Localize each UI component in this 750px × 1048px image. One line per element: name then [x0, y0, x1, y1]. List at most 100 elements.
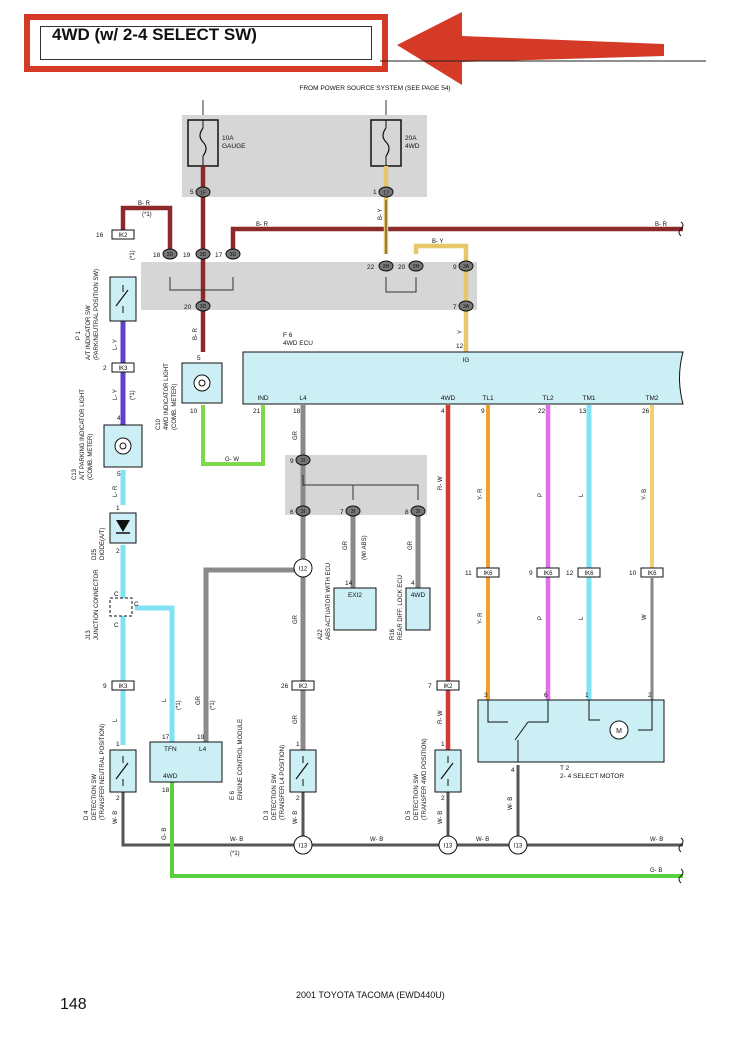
svg-text:1: 1 — [441, 741, 445, 748]
svg-text:10A: 10A — [222, 135, 234, 142]
footer-text: 2001 TOYOTA TACOMA (EWD440U) — [296, 990, 445, 1000]
svg-text:4WD: 4WD — [441, 395, 456, 402]
svg-text:(TRANSFER NEUTRAL POSITION): (TRANSFER NEUTRAL POSITION) — [100, 724, 106, 820]
svg-text:9: 9 — [453, 264, 457, 271]
svg-text:W- B: W- B — [650, 837, 663, 843]
svg-text:R- W: R- W — [438, 476, 444, 490]
svg-text:DETECTION SW: DETECTION SW — [92, 774, 98, 820]
svg-text:7: 7 — [453, 304, 457, 311]
svg-text:B- R: B- R — [256, 222, 269, 228]
svg-text:4WD: 4WD — [405, 143, 420, 150]
svg-text:C: C — [114, 622, 119, 629]
component-j13-junction: C C C J13 JUNCTION CONNECTOR — [86, 569, 139, 640]
svg-text:6: 6 — [544, 692, 548, 699]
svg-text:5: 5 — [190, 189, 194, 196]
svg-text:3D: 3D — [230, 252, 237, 258]
svg-text:3H: 3H — [383, 264, 390, 270]
svg-text:GR: GR — [196, 695, 202, 705]
svg-text:20A: 20A — [405, 135, 417, 142]
svg-text:E 6: E 6 — [230, 790, 236, 800]
svg-text:(*1): (*1) — [210, 700, 216, 710]
wire-labels: B- R B- R B- R B- Y B- R B- Y Y L- Y L- … — [113, 201, 668, 874]
svg-text:(*1): (*1) — [176, 700, 182, 710]
pointer-arrow-icon — [397, 12, 664, 85]
svg-text:14: 14 — [345, 580, 353, 587]
svg-text:W- B: W- B — [370, 837, 383, 843]
component-t2-motor: M 3 6 1 2 4 T 2 2- 4 SELECT MOTOR — [477, 692, 665, 780]
svg-text:W- B: W- B — [293, 811, 299, 824]
svg-text:G- B: G- B — [162, 828, 168, 840]
wire-g-w — [201, 405, 265, 466]
svg-text:22: 22 — [538, 408, 546, 415]
svg-text:5: 5 — [197, 355, 201, 362]
connector-ik6-10: IK6 10 — [629, 567, 664, 578]
svg-text:10: 10 — [629, 570, 637, 577]
component-d4-switch: 1 2 D 4 DETECTION SW (TRANSFER NEUTRAL P… — [84, 724, 137, 820]
svg-text:W- B: W- B — [476, 837, 489, 843]
svg-text:C10: C10 — [156, 418, 162, 430]
svg-text:12: 12 — [566, 570, 574, 577]
svg-text:3: 3 — [484, 692, 488, 699]
svg-text:GR: GR — [343, 540, 349, 550]
svg-text:2: 2 — [116, 548, 120, 555]
svg-text:2: 2 — [296, 795, 300, 802]
svg-text:W- B: W- B — [438, 811, 444, 824]
svg-text:1: 1 — [585, 692, 589, 699]
svg-text:IK3: IK3 — [118, 366, 128, 372]
svg-text:26: 26 — [281, 683, 289, 690]
svg-text:9: 9 — [103, 683, 107, 690]
svg-text:T 2: T 2 — [560, 765, 570, 772]
svg-text:IK6: IK6 — [647, 571, 657, 577]
connector-3i-9: 3I9 — [290, 454, 311, 466]
svg-text:(PARK/NEUTRAL POSITION SW): (PARK/NEUTRAL POSITION SW) — [94, 269, 100, 360]
svg-text:16: 16 — [96, 232, 104, 239]
svg-text:TM2: TM2 — [646, 395, 659, 402]
svg-text:I13: I13 — [299, 844, 308, 850]
power-source-note: FROM POWER SOURCE SYSTEM (SEE PAGE 54) — [299, 85, 450, 92]
svg-text:4: 4 — [441, 408, 445, 415]
svg-text:3A: 3A — [463, 264, 470, 270]
svg-text:3I: 3I — [416, 509, 420, 515]
svg-text:L: L — [579, 616, 585, 620]
svg-text:W- B: W- B — [508, 797, 514, 810]
svg-text:(COMB. METER): (COMB. METER) — [88, 434, 94, 480]
svg-text:C: C — [114, 591, 119, 598]
svg-text:(*1): (*1) — [142, 212, 152, 218]
svg-text:3A: 3A — [463, 304, 470, 310]
svg-text:Y: Y — [458, 330, 464, 334]
svg-text:I12: I12 — [299, 567, 308, 573]
svg-text:C: C — [134, 601, 139, 608]
svg-text:L: L — [162, 698, 168, 702]
svg-text:G- W: G- W — [225, 457, 239, 463]
svg-text:11: 11 — [465, 570, 472, 577]
connector-i13-b: I13 — [438, 835, 458, 855]
svg-text:8: 8 — [405, 509, 409, 516]
svg-text:3I: 3I — [301, 458, 305, 464]
svg-text:J13: J13 — [86, 630, 92, 640]
fuse-4wd: 20A 4WD — [370, 100, 420, 167]
svg-text:P 1: P 1 — [76, 330, 82, 340]
svg-text:2: 2 — [116, 795, 120, 802]
title-frame: 4WD (w/ 2-4 SELECT SW) — [24, 14, 388, 72]
svg-text:B- R: B- R — [655, 222, 668, 228]
svg-text:IK6: IK6 — [543, 571, 553, 577]
svg-text:GAUGE: GAUGE — [222, 143, 246, 150]
svg-text:5: 5 — [117, 471, 121, 478]
svg-text:3I: 3I — [351, 509, 355, 515]
svg-text:G- B: G- B — [650, 868, 662, 874]
component-e6-ecm: TFN L4 4WD 17 19 18 E 6 ENGINE CONTROL M… — [149, 719, 244, 800]
svg-text:IND: IND — [257, 395, 269, 402]
svg-text:18: 18 — [293, 408, 301, 415]
svg-text:L: L — [579, 493, 585, 497]
connector-3i-8: 3I 8 — [405, 505, 426, 517]
svg-text:B- Y: B- Y — [432, 239, 444, 245]
